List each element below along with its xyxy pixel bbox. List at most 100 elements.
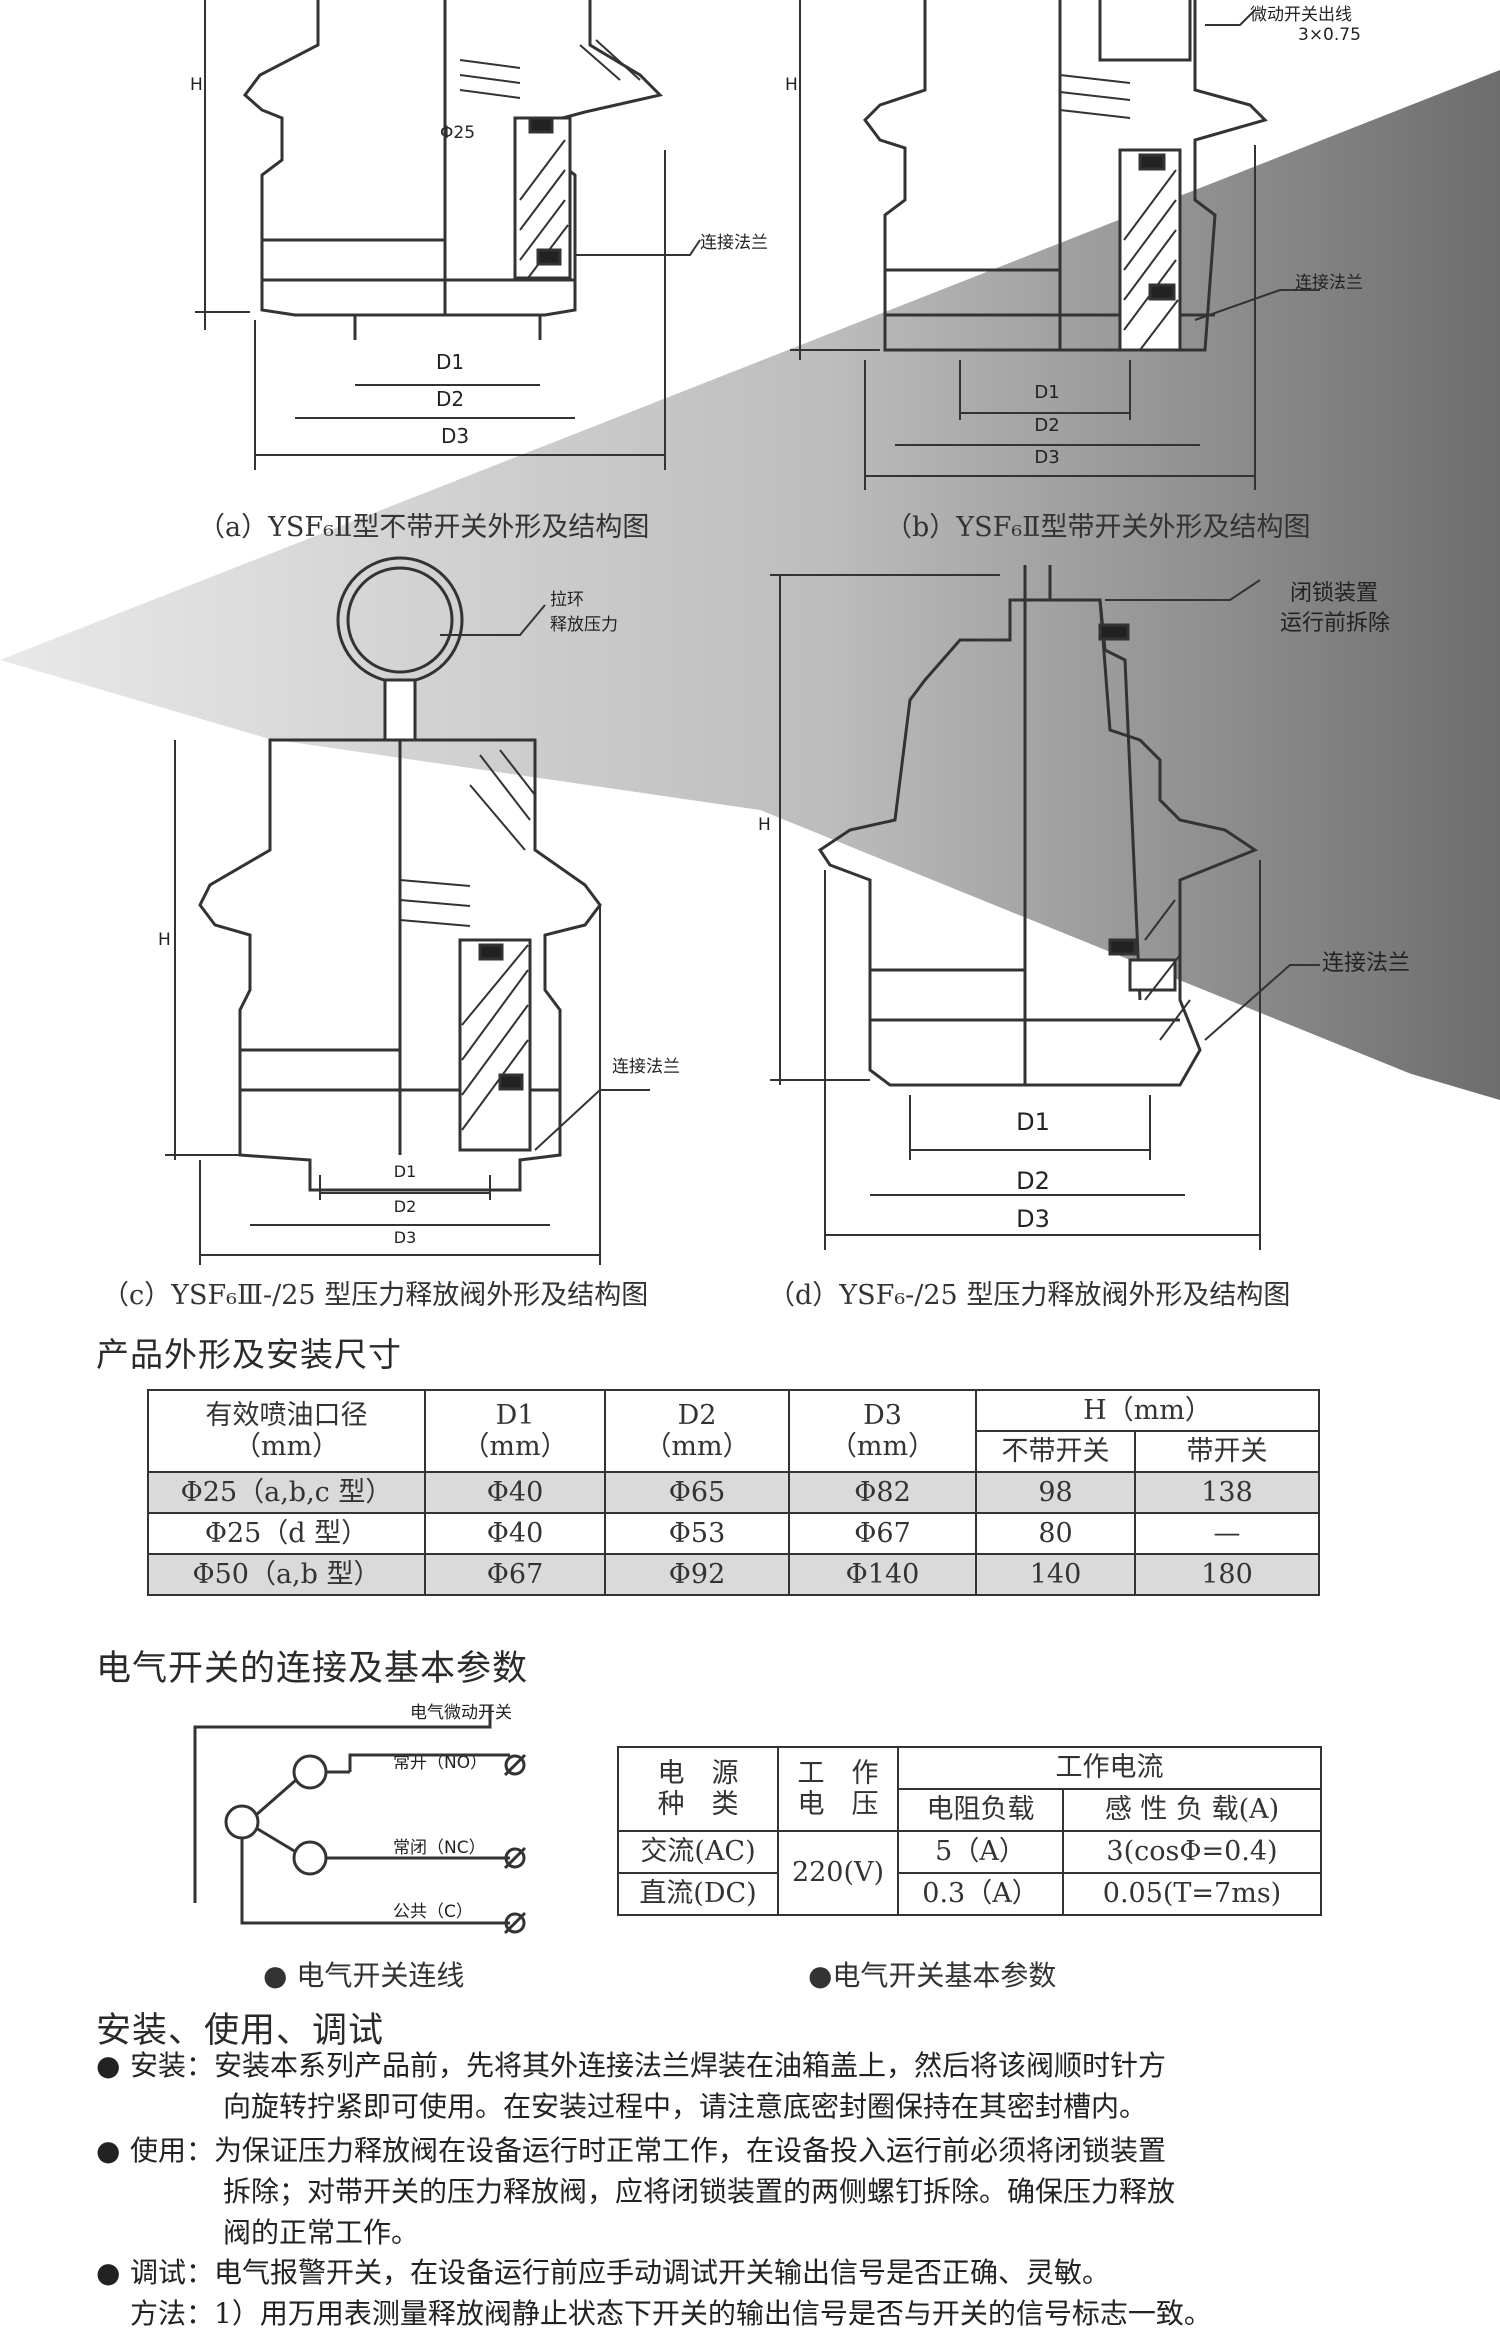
debug-label: 调试： [130,2256,215,2289]
header-h-no-switch: 不带开关 [975,1430,1136,1473]
fig-d-d2: D2 [1016,1167,1050,1195]
header-voltage: 工 作 电 压 [777,1746,899,1832]
table-cell: 交流(AC) [617,1830,779,1874]
fig-b-caption: （b）YSF₆Ⅱ型带开关外形及结构图 [885,512,1311,543]
fig-c-callout-ring2: 释放压力 [550,615,618,635]
header-d1: D1 （mm） [424,1389,606,1473]
fig-b-callout-top: 微动开关出线 [1250,5,1352,25]
fig-c-d3: D3 [393,1228,417,1247]
table-header-row: 电 源 种 类 工 作 电 压 工作电流 [617,1746,1322,1832]
table-cell: Φ25（a,b,c 型） [147,1471,426,1514]
bullet-icon: ● [96,2134,121,2167]
install-line: 安装本系列产品前，先将其外连接法兰焊装在油箱盖上，然后将该阀顺时针方 [214,2049,1167,2082]
fig-c-d2: D2 [393,1197,417,1216]
table-cell: 220(V) [777,1830,899,1916]
fig-d-h-label: H [758,815,771,835]
fig-d-callout-lock2: 运行前拆除 [1280,611,1391,636]
figure-b-drawing [790,0,1320,490]
fig-b-callout: 连接法兰 [1295,273,1363,293]
fig-c-d1: D1 [393,1162,417,1181]
table-cell: 直流(DC) [617,1872,779,1916]
table-cell: 138 [1134,1471,1320,1514]
table-cell: 98 [975,1471,1136,1514]
table-cell: 5（A） [897,1830,1064,1874]
header-ind-load: 感 性 负 载(A) [1062,1788,1322,1832]
table-row: 交流(AC) 220(V) 5（A） 3(cosΦ=0.4) [617,1830,1322,1916]
table-cell: 140 [975,1553,1136,1596]
use-paragraph: ● 使用：为保证压力释放阀在设备运行时正常工作，在设备投入运行前必须将闭锁装置 拆… [96,2130,1175,2253]
table-cell: — [1134,1512,1320,1555]
fig-a-d1: D1 [435,350,465,374]
wiring-title: 电气微动开关 [410,1703,512,1723]
fig-c-callout: 连接法兰 [612,1057,680,1077]
figure-a-drawing [195,0,701,470]
header-caliber: 有效喷油口径 （mm） [147,1389,426,1473]
fig-b-d1: D1 [1034,382,1060,403]
fig-a-d3: D3 [440,424,470,448]
fig-b-d2: D2 [1034,415,1060,436]
install-line: 向旋转拧紧即可使用。在安装过程中，请注意底密封圈保持在其密封槽内。 [223,2090,1148,2123]
wiring-diagram [193,1705,527,1935]
header-d3: D3 （mm） [788,1389,977,1473]
electrical-heading: 电气开关的连接及基本参数 [96,1649,529,1689]
table-row: 直流(DC) 0.3（A） 0.05(T=7ms) [617,1872,1322,1916]
fig-d-d3: D3 [1016,1205,1050,1233]
table-cell: Φ82 [788,1471,977,1514]
use-line: 拆除；对带开关的压力释放阀，应将闭锁装置的两侧螺钉拆除。确保压力释放 [223,2175,1176,2208]
fig-a-phi-label: Φ25 [440,123,476,143]
table-row: Φ50（a,b 型） Φ67 Φ92 Φ140 140 180 [147,1553,1320,1596]
wiring-no-label: 常开（NO） [393,1753,488,1773]
usage-heading: 安装、使用、调试 [96,2011,385,2051]
table-cell: 3(cosΦ=0.4) [1062,1830,1322,1874]
fig-d-callout: 连接法兰 [1322,951,1411,976]
wiring-nc-label: 常闭（NC） [393,1838,486,1858]
use-line: 为保证压力释放阀在设备运行时正常工作，在设备投入运行前必须将闭锁装置 [214,2134,1167,2167]
table-cell: Φ50（a,b 型） [147,1553,426,1596]
header-current: 工作电流 [897,1746,1322,1790]
fig-a-d2: D2 [435,387,465,411]
fig-d-callout-lock: 闭锁装置 [1290,581,1379,606]
fig-c-caption: （c）YSF₆Ⅲ-/25 型压力释放阀外形及结构图 [102,1280,649,1311]
header-h-switch: 带开关 [1134,1430,1320,1473]
table-cell: Φ65 [604,1471,790,1514]
bullet-icon: ● [96,2256,121,2289]
table-cell: 180 [1134,1553,1320,1596]
table-cell: Φ25（d 型） [147,1512,426,1555]
table-cell: Φ140 [788,1553,977,1596]
fig-c-h-label: H [158,930,171,950]
table-row: Φ25（d 型） Φ40 Φ53 Φ67 80 — [147,1512,1320,1555]
fig-b-d3: D3 [1034,447,1060,468]
fig-a-callout: 连接法兰 [700,233,768,253]
header-h: H（mm） [975,1389,1320,1432]
table-cell: Φ67 [424,1553,606,1596]
table-row: Φ25（a,b,c 型） Φ40 Φ65 Φ82 98 138 [147,1471,1320,1514]
table-cell: Φ53 [604,1512,790,1555]
dimensions-heading: 产品外形及安装尺寸 [96,1335,402,1374]
bullet-icon: ● [96,2049,121,2082]
fig-a-caption: （a）YSF₆Ⅱ型不带开关外形及结构图 [198,512,650,543]
header-res-load: 电阻负载 [897,1788,1064,1832]
table-cell: Φ40 [424,1471,606,1514]
debug-line: 电气报警开关，在设备运行前应手动调试开关输出信号是否正确、灵敏。 [214,2256,1111,2289]
table-header-row: 有效喷油口径 （mm） D1 （mm） D2 （mm） D3 （mm） H（mm… [147,1389,1320,1473]
table-cell: Φ40 [424,1512,606,1555]
fig-d-d1: D1 [1016,1108,1050,1136]
table-cell: 0.3（A） [897,1872,1064,1916]
fig-b-h-label: H [785,75,798,95]
figure-d-drawing [770,565,1320,1250]
table-cell: Φ67 [788,1512,977,1555]
header-source: 电 源 种 类 [617,1746,779,1832]
install-label: 安装： [130,2049,215,2082]
fig-b-callout-top2: 3×0.75 [1298,25,1361,45]
fig-a-h-label: H [190,75,203,95]
install-paragraph: ● 安装：安装本系列产品前，先将其外连接法兰焊装在油箱盖上，然后将该阀顺时针方 向… [96,2045,1166,2127]
wiring-c-label: 公共（C） [393,1902,473,1922]
use-line: 阀的正常工作。 [223,2216,420,2249]
fig-d-caption: （d）YSF₆-/25 型压力释放阀外形及结构图 [768,1280,1291,1311]
use-label: 使用： [130,2134,215,2167]
electrical-params-table: 电 源 种 类 工 作 电 压 工作电流 电阻负载 感 性 负 载(A) 交流(… [617,1746,1322,1916]
params-caption: ●电气开关基本参数 [808,1959,1057,1992]
table-cell: 80 [975,1512,1136,1555]
wiring-caption: ● 电气开关连线 [263,1959,465,1992]
